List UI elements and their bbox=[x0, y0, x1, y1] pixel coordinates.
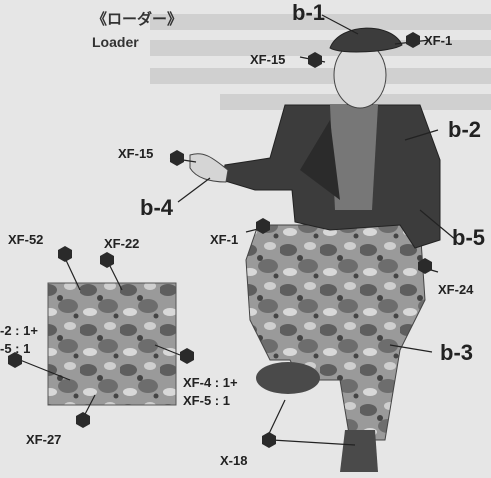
boot-right bbox=[340, 430, 378, 472]
figure-jacket bbox=[222, 105, 440, 248]
label-x18: X-18 bbox=[220, 453, 247, 468]
label-b3: b-3 bbox=[440, 340, 473, 366]
label-xf1-cap: XF-1 bbox=[424, 33, 452, 48]
figure-hand bbox=[190, 154, 228, 182]
label-b2: b-2 bbox=[448, 117, 481, 143]
label-mix-left-1: -2 : 1+ bbox=[0, 323, 38, 338]
figure-trousers bbox=[246, 225, 425, 440]
label-b5: b-5 bbox=[452, 225, 485, 251]
boot-left bbox=[256, 362, 320, 394]
label-b1: b-1 bbox=[292, 0, 325, 26]
label-mix-left-2: -5 : 1 bbox=[0, 341, 30, 356]
label-xf15-cap: XF-15 bbox=[250, 52, 285, 67]
label-mix-right-1: XF-4 : 1+ bbox=[183, 375, 238, 390]
label-xf22: XF-22 bbox=[104, 236, 139, 251]
label-xf15-hand: XF-15 bbox=[118, 146, 153, 161]
label-mix-right-2: XF-5 : 1 bbox=[183, 393, 230, 408]
label-b4: b-4 bbox=[140, 195, 173, 221]
label-xf52: XF-52 bbox=[8, 232, 43, 247]
figure-head bbox=[330, 28, 402, 108]
label-xf1-belt: XF-1 bbox=[210, 232, 238, 247]
label-xf24: XF-24 bbox=[438, 282, 473, 297]
camo-swatch bbox=[48, 283, 176, 405]
label-xf27: XF-27 bbox=[26, 432, 61, 447]
